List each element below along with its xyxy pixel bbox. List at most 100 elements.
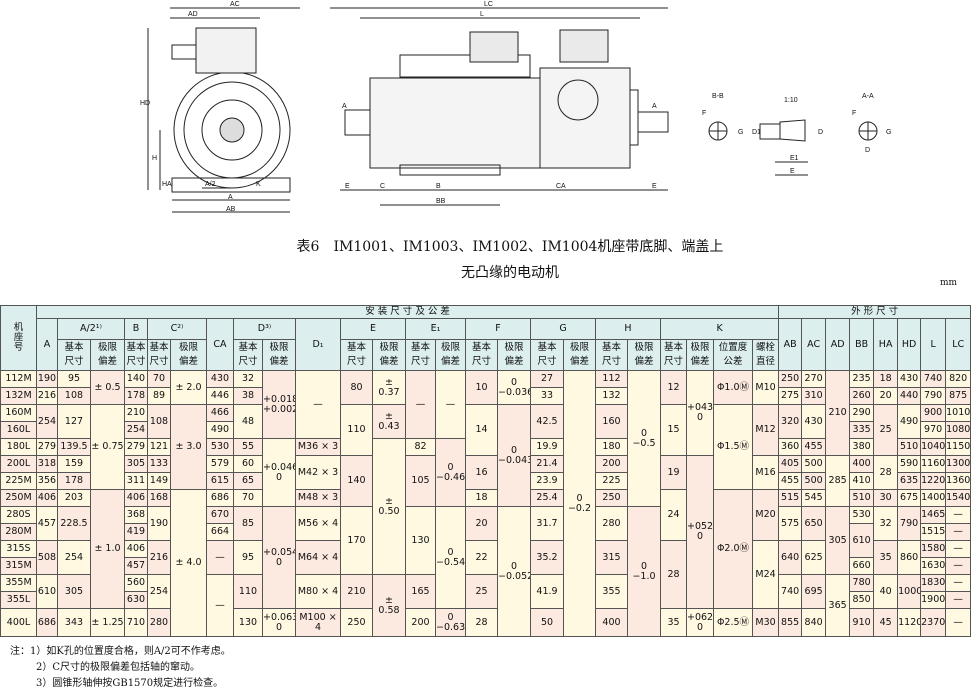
table-cell: 2370	[920, 608, 947, 637]
table-cell: 95	[57, 370, 91, 388]
table-cell: 1900	[920, 591, 947, 609]
header-c: C²⁾	[147, 318, 207, 340]
header-install: 安 装 尺 寸 及 公 差	[35, 305, 780, 319]
table-cell: 290	[849, 404, 875, 422]
table-cell: 165	[405, 574, 436, 609]
table-cell: 490	[897, 404, 922, 439]
side-view	[330, 7, 669, 206]
header-basic: 基本 尺寸	[465, 339, 498, 371]
table-cell: ± 2.0	[170, 370, 207, 405]
table-cell: 254	[147, 574, 171, 609]
header-f: F	[465, 318, 531, 340]
header-d: D³⁾	[233, 318, 296, 340]
header-basic: 基本 尺寸	[124, 339, 148, 371]
table-cell: 560	[124, 574, 148, 592]
table-cell: Φ2.0Ⓜ	[713, 489, 753, 609]
table-title: 表6 IM1001、IM1003、IM1002、IM1004机座带底脚、端盖上	[296, 239, 724, 255]
table-cell: 25	[873, 404, 899, 456]
table-cell: —	[945, 574, 972, 592]
table-cell: 0 −0.46	[435, 438, 466, 507]
svg-text:E: E	[652, 183, 657, 190]
table-cell: 510	[897, 438, 922, 456]
table-cell: 250	[778, 370, 803, 388]
table-cell: 311	[124, 472, 148, 490]
svg-text:A: A	[652, 103, 657, 110]
note-2: 2）C尺寸的极限偏差包括轴的窜动。	[36, 662, 201, 673]
table-cell: 510	[849, 489, 875, 507]
table-cell: 228.5	[57, 506, 91, 541]
table-cell: 82	[405, 438, 436, 456]
table-cell: 455	[801, 438, 827, 456]
table-cell: 1630	[920, 557, 947, 575]
table-cell: 466	[206, 404, 234, 422]
header-bb: BB	[849, 318, 875, 371]
table-cell: 180L	[0, 438, 37, 456]
table-cell: 406	[124, 489, 148, 507]
svg-text:HD: HD	[140, 100, 150, 107]
table-cell: 40	[873, 574, 899, 609]
svg-text:AD: AD	[188, 11, 198, 18]
table-cell: 840	[801, 608, 827, 637]
table-cell: 457	[124, 557, 148, 575]
table-cell: 440	[897, 387, 922, 405]
table-cell: 280	[147, 608, 171, 637]
table-cell: 419	[124, 523, 148, 541]
svg-text:CA: CA	[556, 183, 566, 190]
table-cell: —	[206, 574, 234, 637]
table-cell: 10	[465, 370, 498, 405]
header-tol: 极限 偏差	[262, 339, 296, 371]
table-cell: Φ1.5Ⓜ	[713, 404, 753, 490]
header-ha: HA	[873, 318, 899, 371]
table-cell: 315S	[0, 540, 37, 558]
table-cell: 65	[233, 472, 263, 490]
table-cell: 32	[873, 506, 899, 541]
svg-text:L: L	[480, 11, 484, 18]
table-cell: 160M	[0, 404, 37, 422]
table-cell: ± 0.43	[372, 404, 406, 439]
header-h: H	[595, 318, 661, 340]
table-cell: 41.9	[530, 574, 564, 609]
svg-text:B-B: B-B	[712, 93, 724, 100]
svg-text:E: E	[345, 183, 350, 190]
header-tol: 极限 偏差	[627, 339, 661, 371]
table-cell: 1540	[945, 489, 972, 507]
table-cell: 112	[595, 370, 628, 388]
header-d1: D₁	[295, 318, 341, 371]
table-cell: 320	[778, 404, 803, 439]
table-cell: 1400	[920, 489, 947, 507]
svg-text:B: B	[436, 183, 441, 190]
table-cell: 1040	[920, 438, 947, 456]
table-cell: 900	[920, 404, 947, 422]
svg-text:D: D	[865, 147, 870, 154]
table-cell: 1000	[897, 574, 922, 609]
table-cell: 108	[147, 404, 171, 439]
table-cell: 140	[124, 370, 148, 388]
table-cell: 280	[595, 506, 628, 541]
table-cell: ± 0.50	[372, 438, 406, 575]
table-cell: 33	[530, 387, 564, 405]
table-cell: 70	[147, 370, 171, 388]
table-cell: 85	[233, 506, 263, 541]
table-cell: 130	[233, 608, 263, 637]
table-cell: 355	[595, 574, 628, 609]
table-cell: 203	[57, 489, 91, 507]
table-cell: 21.4	[530, 455, 564, 473]
table-cell: 875	[945, 387, 972, 405]
header-b: B	[124, 318, 148, 340]
table-cell: 360	[778, 438, 803, 456]
table-cell: 305	[124, 455, 148, 473]
table-cell: 675	[897, 489, 922, 507]
table-cell: Φ2.5Ⓜ	[713, 608, 753, 637]
table-cell: 25.4	[530, 489, 564, 507]
table-cell: 200	[405, 608, 436, 637]
table-cell: 305	[825, 506, 851, 575]
header-frame: 机 座 号	[0, 305, 37, 371]
table-cell: 625	[801, 540, 827, 575]
table-cell: 32	[233, 370, 263, 388]
table-cell: 660	[849, 557, 875, 575]
drawing-labels: AC AD HD H HA A/2 K A AB LC L C B BB CA …	[140, 1, 891, 213]
